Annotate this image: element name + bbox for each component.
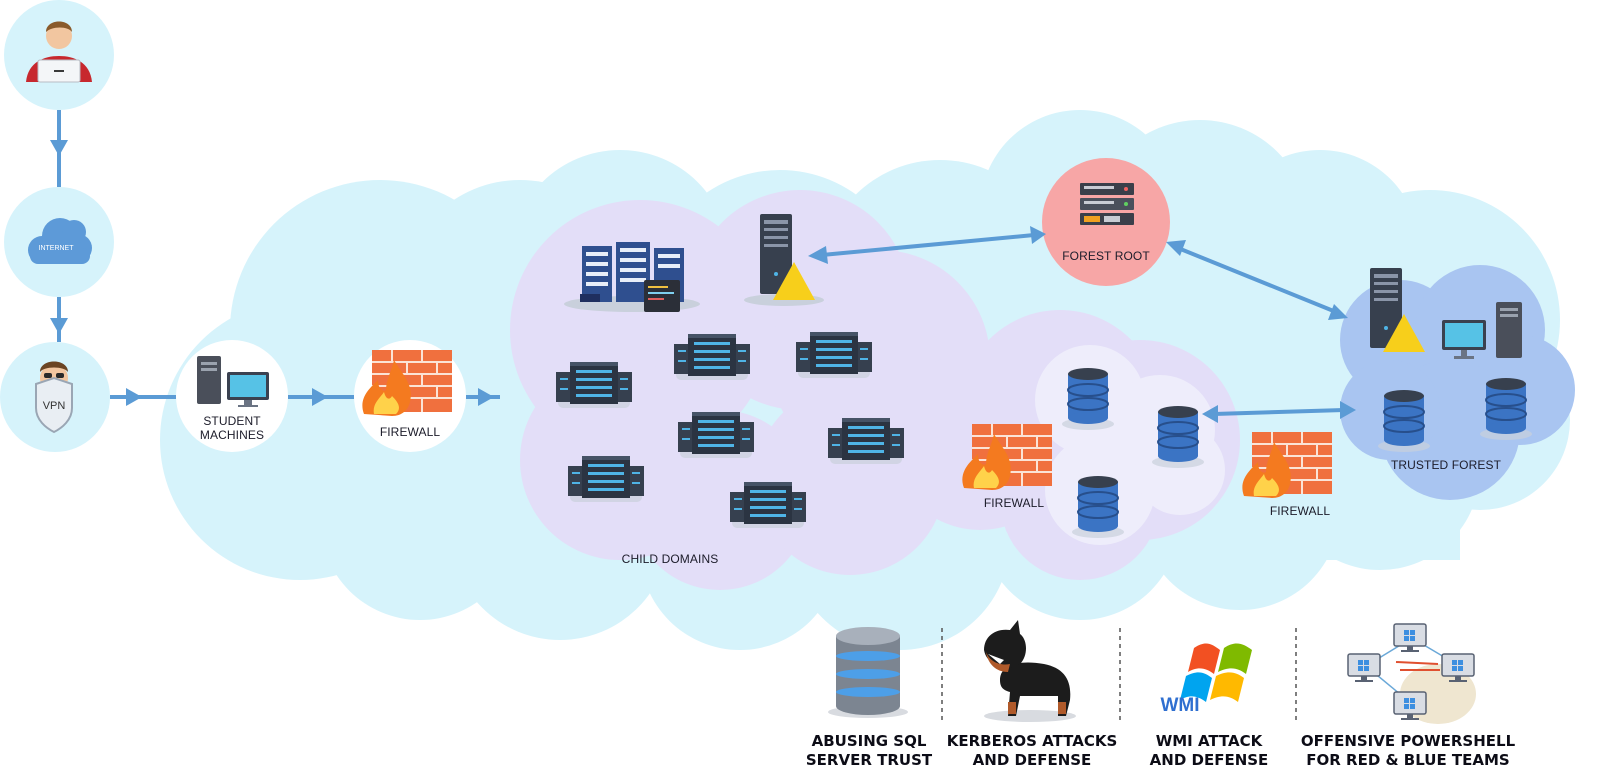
- topic-powershell-label: OFFENSIVE POWERSHELL FOR RED & BLUE TEAM…: [1298, 732, 1518, 770]
- student-machines-line1: STUDENT: [203, 414, 261, 428]
- student-machines-icon: [197, 356, 269, 407]
- topic-kerberos-label: KERBEROS ATTACKS AND DEFENSE: [944, 732, 1120, 770]
- child-domains-label: CHILD DOMAINS: [621, 552, 719, 566]
- internet-label: INTERNET: [39, 245, 75, 252]
- forest-root-server-icon: [1080, 183, 1134, 225]
- topic-sql-line2: SERVER TRUST: [805, 751, 933, 769]
- topic-wmi-line1: WMI ATTACK: [1155, 732, 1263, 750]
- connector-arrows: [50, 110, 1356, 423]
- student-machines-line2: MACHINES: [199, 428, 265, 442]
- student-user-icon: [26, 21, 92, 83]
- forest-root-label: FOREST ROOT: [1062, 249, 1150, 263]
- database-icon: [1061, 367, 1115, 431]
- network-attack-icon: [1347, 623, 1476, 724]
- domain-controller-icon: [744, 214, 824, 306]
- trusted-forest-workstation-icon: [1442, 302, 1522, 359]
- firewall-entry-label: FIREWALL: [379, 425, 441, 439]
- student-machines-label: STUDENT MACHINES: [182, 414, 282, 442]
- windows-wmi-icon: [1180, 643, 1252, 702]
- topic-sql-label: ABUSING SQL SERVER TRUST: [796, 732, 942, 770]
- database-subcloud: [1035, 345, 1225, 545]
- datacenter-icon: [564, 242, 700, 312]
- vpn-shield-icon: [35, 361, 73, 434]
- topic-wmi-label: WMI ATTACK AND DEFENSE: [1134, 732, 1284, 770]
- database-icon: [1151, 405, 1205, 469]
- firewall-child-icon: [961, 423, 1053, 491]
- wmi-logo-text: WMI: [1160, 695, 1199, 716]
- firewall-trust-icon: [1241, 431, 1333, 499]
- internet-cloud-icon: [28, 218, 92, 264]
- topic-kerberos-line1: KERBEROS ATTACKS: [946, 732, 1118, 750]
- topic-powershell-line1: OFFENSIVE POWERSHELL: [1300, 732, 1516, 750]
- topic-wmi-line2: AND DEFENSE: [1149, 751, 1269, 769]
- firewall-child-label: FIREWALL: [983, 496, 1045, 510]
- topic-sql-line1: ABUSING SQL: [811, 732, 927, 750]
- firewall-trust-label: FIREWALL: [1269, 504, 1331, 518]
- firewall-entry-icon: [361, 349, 453, 417]
- database-icon: [1377, 389, 1431, 453]
- topic-powershell-line2: FOR RED & BLUE TEAMS: [1306, 751, 1510, 769]
- vpn-label: VPN: [43, 400, 66, 412]
- topic-kerberos-line2: AND DEFENSE: [972, 751, 1092, 769]
- guard-dog-icon: [984, 620, 1076, 722]
- database-icon: [1479, 377, 1533, 441]
- trusted-forest-label: TRUSTED FOREST: [1390, 458, 1502, 472]
- user-node: [4, 0, 114, 110]
- database-icon: [1071, 475, 1125, 539]
- sql-database-icon: [828, 627, 908, 718]
